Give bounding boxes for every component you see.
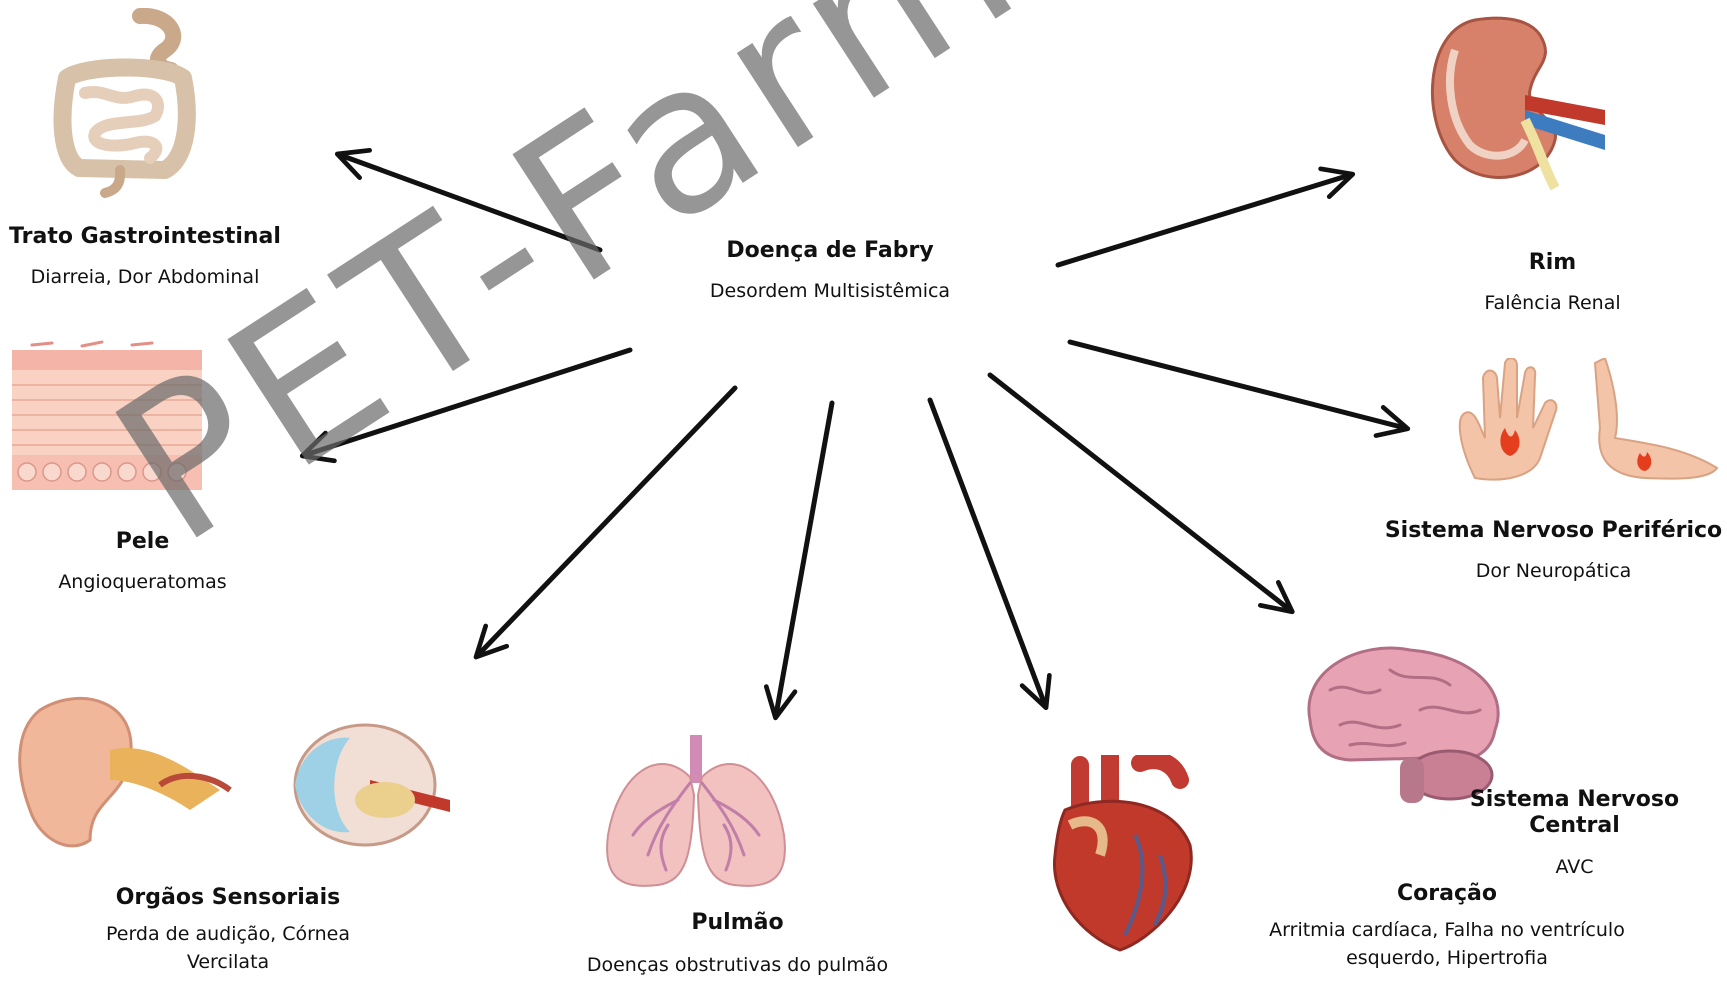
arrow-to-gi xyxy=(340,155,600,250)
skin-desc: Angioqueratomas xyxy=(20,569,265,597)
node-gi: Trato Gastrointestinal Diarreia, Dor Abd… xyxy=(0,224,290,292)
sensory-desc: Perda de audição, Córnea Vercilata xyxy=(78,921,378,976)
arrow-to-lung xyxy=(776,403,832,715)
pns-title: Sistema Nervoso Periférico xyxy=(1380,518,1727,544)
center-node: Doença de Fabry Desordem Multisistêmica xyxy=(660,238,1000,306)
skin-title: Pele xyxy=(20,529,265,555)
node-heart: Coração Arritmia cardíaca, Falha no vent… xyxy=(1262,881,1632,972)
arrow-to-heart xyxy=(930,400,1045,705)
lung-desc: Doenças obstrutivas do pulmão xyxy=(550,952,925,980)
node-skin: Pele Angioqueratomas xyxy=(20,529,265,597)
heart-desc: Arritmia cardíaca, Falha no ventrículo e… xyxy=(1262,917,1632,972)
cns-title: Sistema Nervoso Central xyxy=(1422,787,1727,840)
arrow-to-sensory xyxy=(478,388,735,655)
node-pns: Sistema Nervoso Periférico Dor Neuropáti… xyxy=(1380,518,1727,586)
arrow-to-pns xyxy=(1070,342,1405,428)
node-cns: Sistema Nervoso Central AVC xyxy=(1422,787,1727,881)
pns-desc: Dor Neuropática xyxy=(1380,558,1727,586)
gi-title: Trato Gastrointestinal xyxy=(0,224,290,250)
heart-title: Coração xyxy=(1262,881,1632,907)
arrow-to-cns xyxy=(990,375,1290,610)
cns-desc: AVC xyxy=(1422,854,1727,882)
node-lung: Pulmão Doenças obstrutivas do pulmão xyxy=(550,910,925,980)
kidney-desc: Falência Renal xyxy=(1470,290,1635,318)
node-kidney: Rim Falência Renal xyxy=(1470,250,1635,318)
arrow-to-skin xyxy=(305,350,630,455)
lung-title: Pulmão xyxy=(550,910,925,936)
center-title: Doença de Fabry xyxy=(660,238,1000,264)
gi-desc: Diarreia, Dor Abdominal xyxy=(0,264,290,292)
sensory-title: Orgãos Sensoriais xyxy=(78,885,378,911)
node-sensory: Orgãos Sensoriais Perda de audição, Córn… xyxy=(78,885,378,976)
arrow-to-kidney xyxy=(1058,175,1350,265)
kidney-title: Rim xyxy=(1470,250,1635,276)
center-subtitle: Desordem Multisistêmica xyxy=(660,278,1000,306)
